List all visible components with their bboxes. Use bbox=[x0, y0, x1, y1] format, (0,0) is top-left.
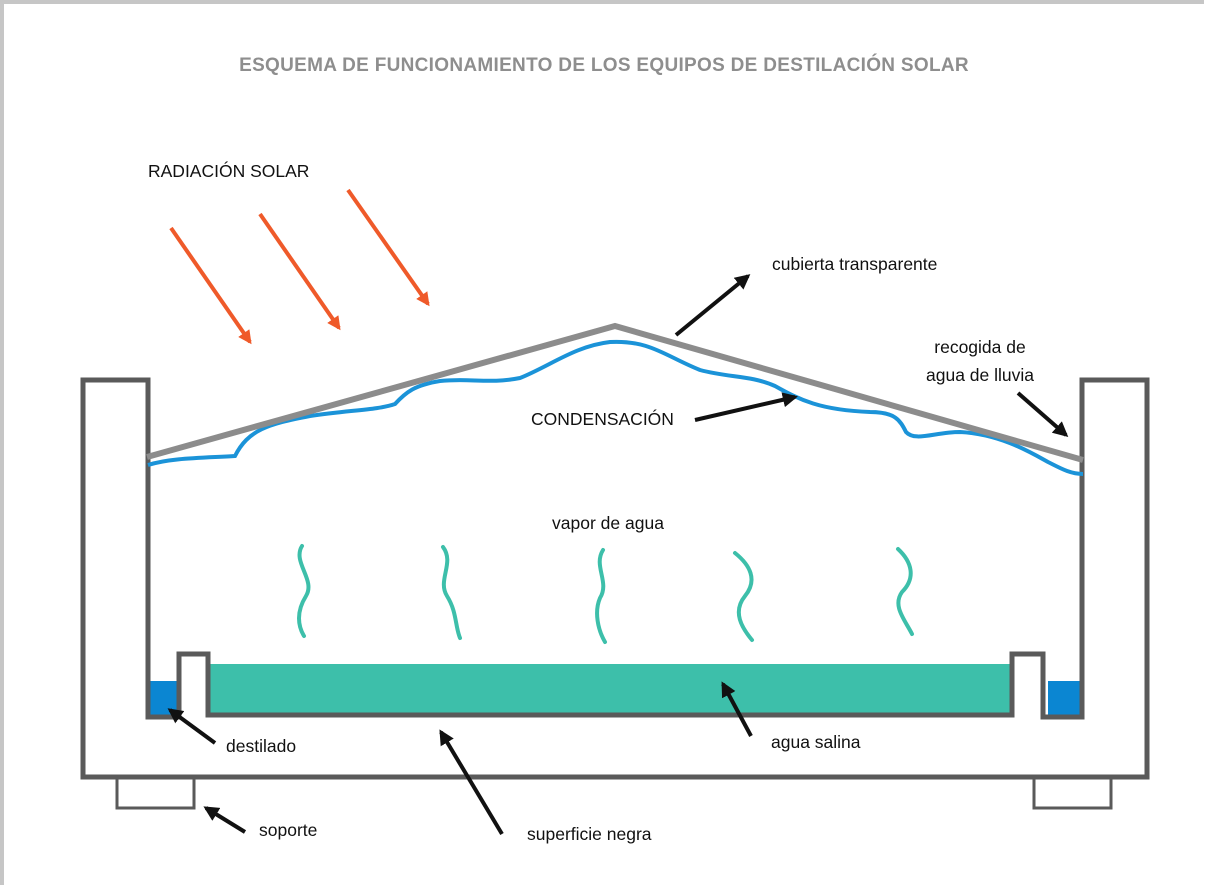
label-radiacion-solar: RADIACIÓN SOLAR bbox=[148, 160, 309, 181]
vapor-squiggle-1 bbox=[297, 544, 311, 638]
solar-arrow-1 bbox=[169, 226, 252, 345]
still-basin bbox=[80, 377, 1150, 780]
vapor-squiggle-4 bbox=[733, 551, 754, 642]
label-superficie-negra: superficie negra bbox=[527, 824, 652, 844]
distillate-right bbox=[1048, 681, 1084, 715]
label-recogida-line1: recogida de bbox=[934, 337, 1025, 357]
label-condensacion: CONDENSACIÓN bbox=[531, 408, 674, 429]
distillate-left bbox=[146, 681, 179, 715]
arrow-destilado bbox=[167, 708, 217, 745]
diagram-title: ESQUEMA DE FUNCIONAMIENTO DE LOS EQUIPOS… bbox=[239, 54, 969, 76]
label-soporte: soporte bbox=[259, 820, 317, 840]
arrow-soporte bbox=[203, 806, 247, 834]
condensation-line bbox=[147, 339, 1084, 476]
transparent-cover bbox=[146, 322, 1084, 463]
vapor-squiggle-2 bbox=[441, 545, 462, 640]
arrow-condensacion bbox=[694, 392, 798, 422]
arrow-cubierta bbox=[674, 274, 751, 337]
solar-arrow-2 bbox=[258, 212, 341, 331]
label-cubierta-transparente: cubierta transparente bbox=[772, 254, 937, 274]
support-right bbox=[1032, 776, 1113, 810]
arrow-recogida bbox=[1016, 391, 1069, 438]
label-recogida-line2: agua de lluvia bbox=[926, 365, 1034, 385]
label-agua-salina: agua salina bbox=[771, 732, 861, 752]
vapor-squiggle-5 bbox=[896, 547, 914, 636]
arrow-superficie bbox=[439, 729, 504, 836]
label-vapor-de-agua: vapor de agua bbox=[552, 513, 664, 533]
support-left bbox=[115, 776, 196, 810]
arrow-agua-salina bbox=[721, 681, 753, 737]
solar-arrow-3 bbox=[346, 188, 430, 307]
saline-water bbox=[209, 664, 1011, 714]
vapor-squiggle-3 bbox=[595, 548, 607, 644]
label-destilado: destilado bbox=[226, 736, 296, 756]
